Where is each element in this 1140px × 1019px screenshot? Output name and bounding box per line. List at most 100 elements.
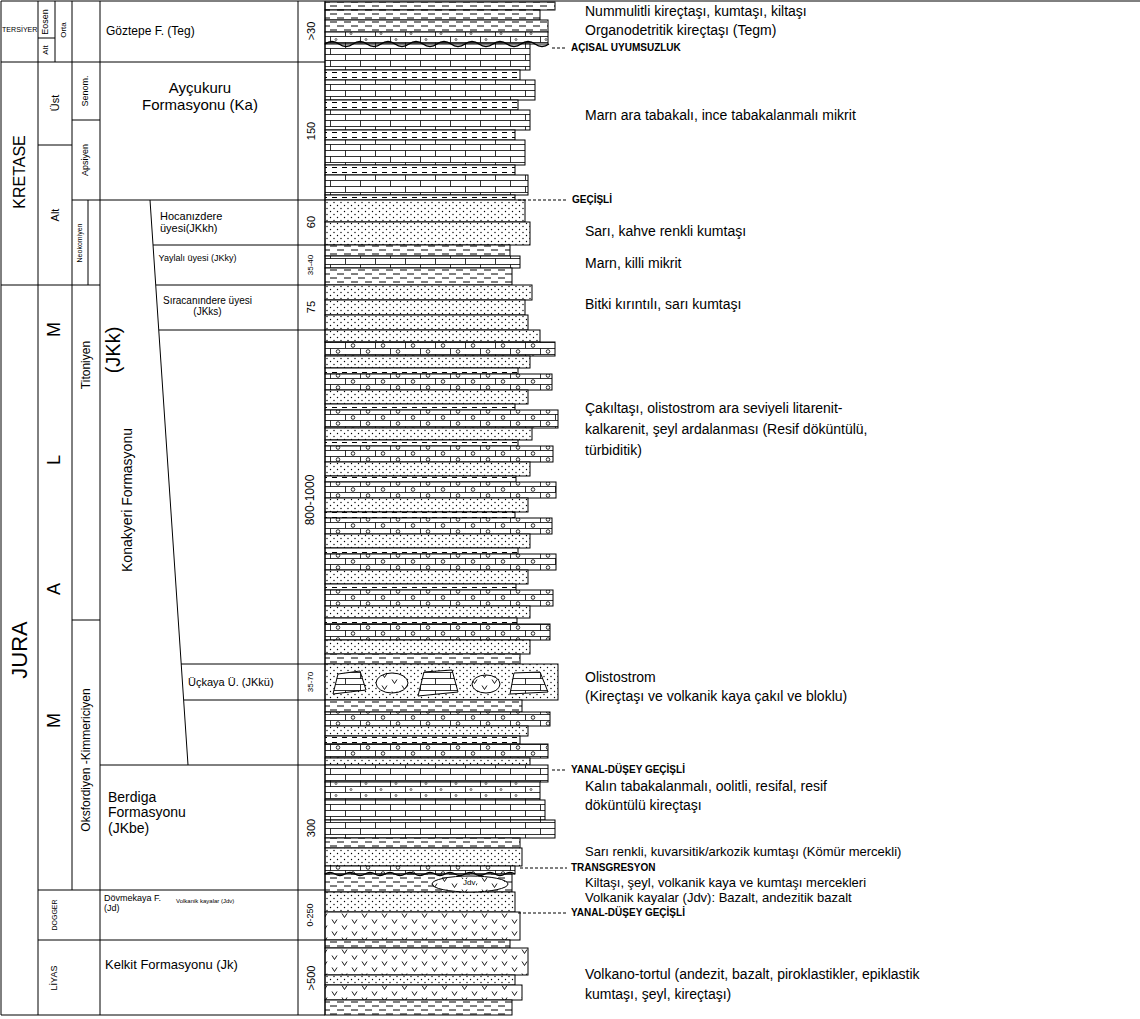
epoch-label: Üst [49, 95, 61, 112]
limestone-bed [325, 110, 530, 130]
label-anchor: Hocanızdere üyesi(JKkh) [160, 210, 260, 234]
label-anchor: TERSİYER [2, 27, 38, 35]
conglomerate-bed [325, 590, 553, 606]
conglomerate-bed [325, 518, 552, 534]
conglomerate-bed [325, 374, 552, 390]
lithology-description: Çakıltaşı, olistostrom ara seviyeli lita… [585, 398, 885, 461]
shale-bed [325, 618, 517, 624]
contact-label: YANAL-DÜŞEY GEÇİŞLİ [571, 907, 685, 918]
marl-bed [325, 268, 512, 285]
era-label: TERSİYER [2, 27, 38, 35]
label-anchor: Neokomiyen [76, 224, 84, 263]
epoch-label: Alt [42, 45, 51, 54]
shale-bed [325, 476, 516, 482]
sandstone-bed [325, 570, 528, 584]
formation-label: Üçkaya Ü. (JKkü) [188, 676, 274, 688]
sandstone-bed [325, 462, 530, 476]
label-anchor: Çakıltaşı, olistostrom ara seviyeli lita… [585, 398, 885, 461]
thickness-value: 60 [305, 216, 317, 228]
shale-bed [325, 940, 510, 948]
label-anchor: Üçkaya Ü. (JKkü) [188, 676, 274, 688]
volcanic-lens [432, 876, 508, 892]
conglomerate-bed [325, 624, 550, 640]
thickness-value: >30 [305, 22, 317, 41]
lithology-description: Kiltaşı, şeyl, volkanik kaya ve kumtaşı … [585, 876, 866, 890]
sandstone-bed [325, 640, 530, 654]
lithology-description: Organodetritik kireçtaşı (Tegm) [585, 23, 776, 38]
shale-bed [325, 440, 518, 446]
sandstone-bed [325, 330, 540, 342]
oolitic-limestone-bed [325, 782, 540, 800]
label-anchor: Volkanik kayalar (Jdv) [176, 898, 234, 905]
shale-bed [325, 736, 520, 744]
shale-bed [325, 838, 520, 848]
olistostrome-bed [325, 664, 558, 700]
label-anchor: Organodetritik kireçtaşı (Tegm) [585, 23, 776, 38]
limestone-block [418, 670, 458, 696]
sandstone-bed [325, 428, 532, 440]
thickness-value: 35-70 [307, 672, 316, 692]
lithology-beds [325, 2, 558, 1015]
thickness-value: 0-250 [306, 903, 316, 926]
limestone-bed [325, 175, 528, 195]
label-anchor: GEÇİŞLİ [572, 194, 612, 205]
label-anchor: LİYAS [50, 966, 60, 991]
label-anchor: YANAL-DÜŞEY GEÇİŞLİ [571, 907, 685, 918]
label-anchor: Nummulitli kireçtaşı, kumtaşı, kiltaşı [585, 4, 807, 19]
label-anchor: 60 [305, 216, 317, 228]
conglomerate-bed [325, 712, 550, 726]
epoch-label: Eosen [41, 9, 51, 35]
label-anchor: DOGGER [51, 899, 59, 930]
formation-label: Dövmekaya F. (Jd) [104, 894, 174, 914]
thickness-value: 800-1000 [304, 475, 317, 526]
stage-label: Oksfordiyen -Kimmericiyen [80, 688, 93, 831]
marl-bed [325, 165, 515, 175]
label-anchor: JURA [8, 621, 32, 678]
shale-bed [325, 404, 515, 410]
label-anchor: 800-1000 [304, 475, 317, 526]
shale-bed [325, 654, 520, 664]
shale-bed [325, 548, 518, 554]
label-anchor: >500 [305, 966, 317, 991]
formation-label: Kelkit Formasyonu (Jk) [105, 958, 240, 972]
label-anchor: Apsiyen [81, 144, 91, 176]
sandstone-bed [325, 758, 530, 765]
formation-label: Volkanik kayalar (Jdv) [176, 898, 234, 905]
shale-bed [325, 368, 518, 374]
unconformity-line [325, 42, 549, 47]
label-anchor: Bitki kırıntılı, sarı kumtaşı [585, 297, 741, 312]
leader-line [552, 48, 567, 49]
volcanic-bed [325, 985, 522, 1000]
stage-label: Apsiyen [81, 144, 91, 176]
label-anchor: (Kireçtaşı ve volkanik kaya çakıl ve blo… [585, 689, 847, 704]
label-anchor: Sarı renkli, kuvarsitik/arkozik kumtaşı … [585, 845, 901, 859]
sandstone-bed [325, 848, 522, 866]
sandstone-bed [325, 726, 528, 736]
formation-label: Sıracanındere üyesi (JKks) [160, 295, 255, 317]
leader-line [552, 770, 567, 771]
sandstone-bed [325, 534, 530, 548]
lithology-description: Kalın tabakalanmalı, oolitli, resifal, r… [585, 777, 870, 815]
lithology-description: Olistostrom [585, 670, 656, 685]
conglomerate-bed [325, 744, 548, 758]
marl-bed [325, 245, 510, 256]
thickness-value: >500 [305, 966, 317, 991]
volcanic-block [472, 675, 500, 693]
contact-leaders [518, 48, 568, 913]
label-anchor: Göztepe F. (Teg) [106, 25, 195, 38]
sandstone-bed [325, 315, 528, 330]
sandstone-bed [325, 975, 515, 985]
era-label: JURA [8, 621, 32, 678]
label-anchor: 35-40 [307, 255, 316, 275]
label-anchor: Marn ara tabakalı, ince tabakalanmalı mi… [585, 108, 856, 123]
formation-label: Ayçukuru Formasyonu (Ka) [140, 80, 260, 113]
sandstone-bed [325, 200, 525, 222]
volcanic-block [376, 673, 408, 693]
epoch-label: MALM [45, 204, 65, 846]
shale-bed [325, 1000, 512, 1015]
era-label: KRETASE [11, 135, 29, 209]
label-anchor: MALM [45, 204, 65, 846]
volcanic-bed [325, 948, 528, 975]
